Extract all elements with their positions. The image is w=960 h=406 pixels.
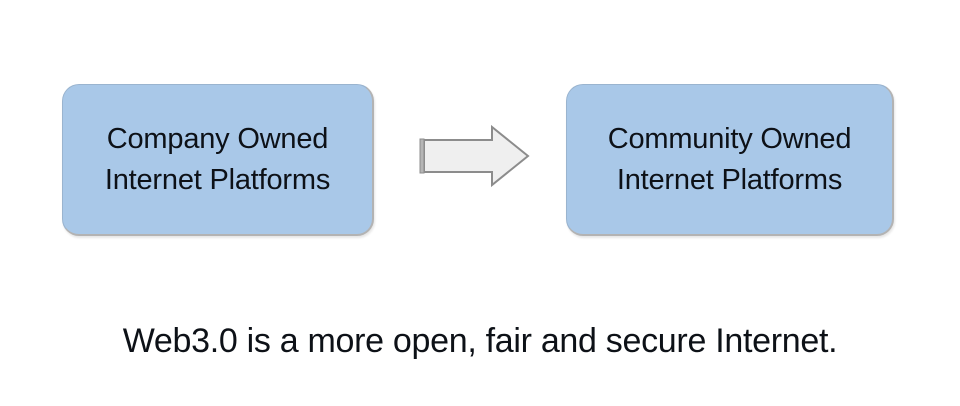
right-box-line-2: Internet Platforms xyxy=(616,163,843,196)
concept-box-company-owned: Company Owned Internet Platforms xyxy=(62,84,374,236)
concept-box-community-owned: Community Owned Internet Platforms xyxy=(566,84,894,236)
left-box-line-2: Internet Platforms xyxy=(104,163,331,196)
right-box-line-1: Community Owned xyxy=(607,122,852,155)
right-block-arrow-icon xyxy=(412,120,536,192)
left-box-line-1: Company Owned xyxy=(106,122,329,155)
slide-caption: Web3.0 is a more open, fair and secure I… xyxy=(122,322,838,360)
